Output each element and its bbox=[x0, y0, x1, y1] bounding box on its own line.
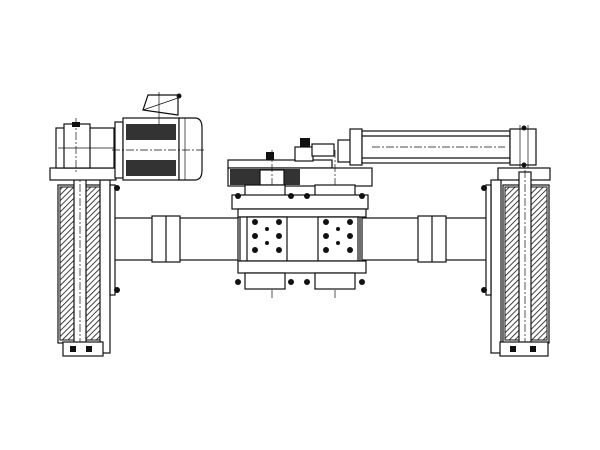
cross-beam bbox=[113, 215, 499, 263]
bolt-pattern bbox=[252, 219, 353, 253]
gearbox bbox=[55, 118, 120, 172]
central-carriage bbox=[227, 138, 373, 300]
hydraulic-cylinder bbox=[337, 125, 537, 168]
motor bbox=[112, 92, 206, 181]
right-roller bbox=[481, 167, 551, 357]
left-roller bbox=[49, 167, 120, 357]
